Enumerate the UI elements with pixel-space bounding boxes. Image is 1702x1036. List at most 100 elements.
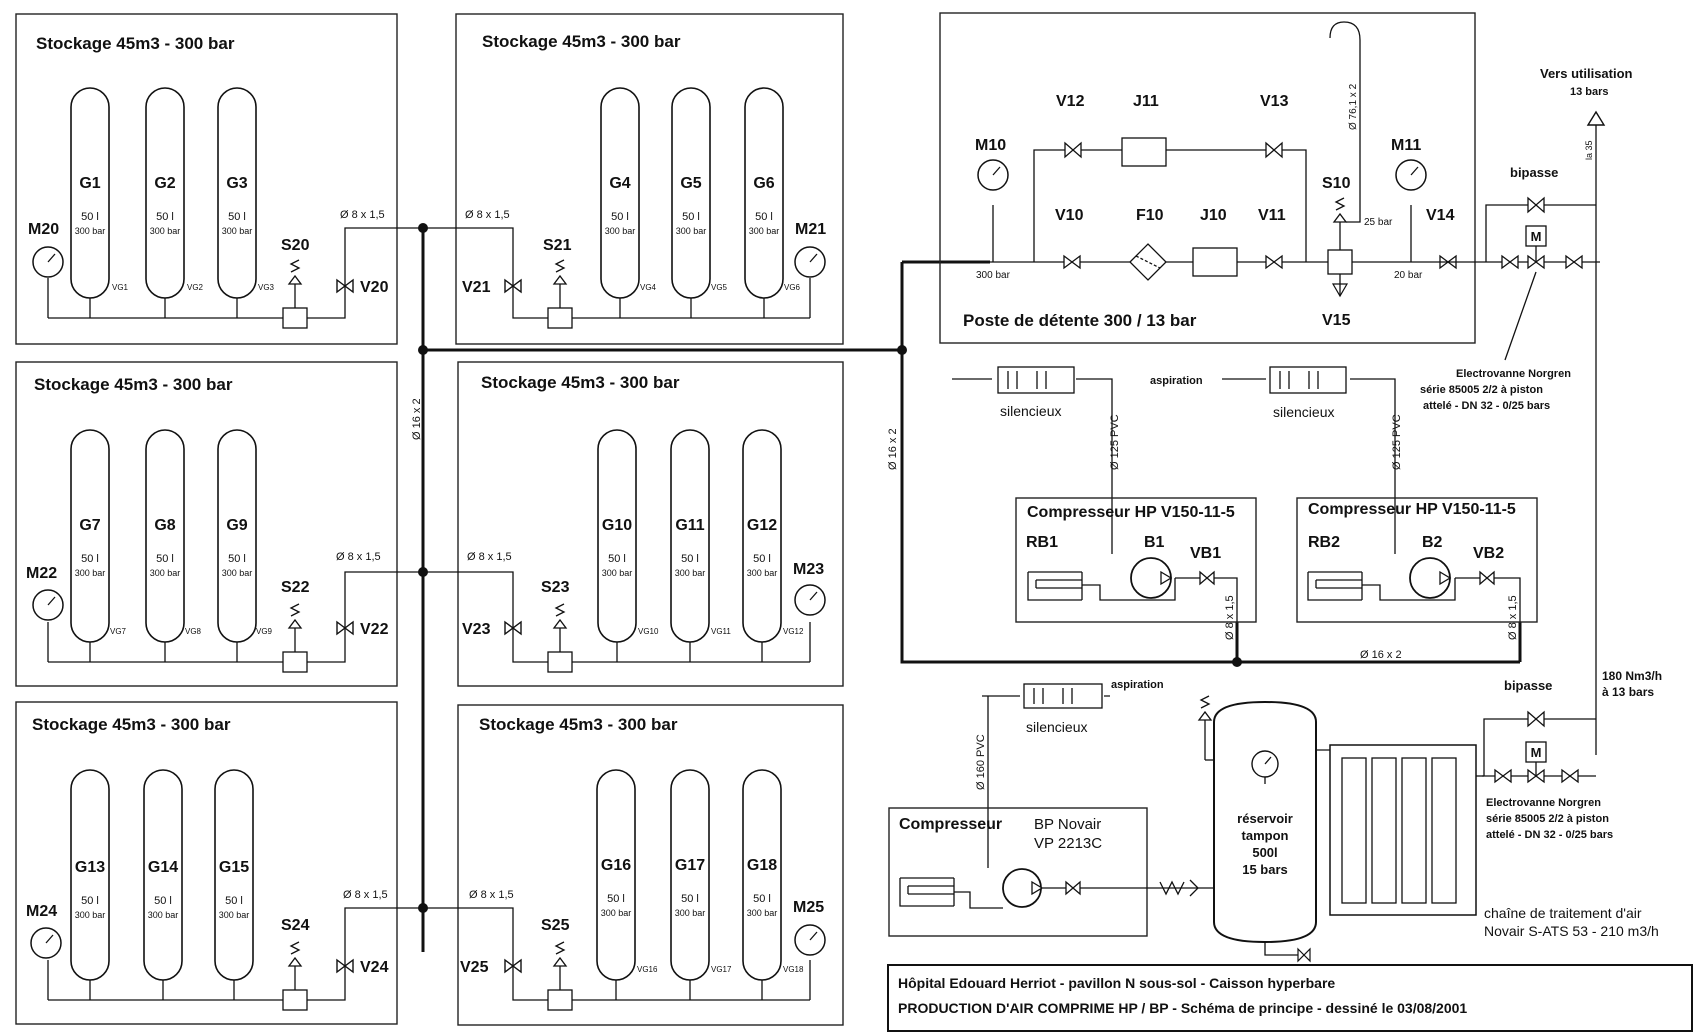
main-pipe-label-bottom: Ø 16 x 2: [1360, 649, 1402, 661]
bypass-bottom-label: bipasse: [1504, 678, 1552, 693]
valve-v25: V25: [460, 958, 522, 976]
svg-text:50 l: 50 l: [681, 553, 699, 565]
svg-text:F10: F10: [1136, 207, 1164, 224]
flow-label-2: à 13 bars: [1602, 685, 1654, 699]
svg-text:Ø 8 x 1,5: Ø 8 x 1,5: [343, 889, 388, 901]
svg-text:Ø 8 x 1,5: Ø 8 x 1,5: [465, 209, 510, 221]
bottle-g9: G9 50 l 300 bar VG9: [217, 429, 273, 643]
svg-text:Ø 8 x 1,5: Ø 8 x 1,5: [1507, 595, 1519, 640]
svg-text:50 l: 50 l: [81, 553, 99, 565]
svg-text:50 l: 50 l: [156, 553, 174, 565]
flow-label-1: 180 Nm3/h: [1602, 669, 1662, 683]
gauge-m20: M20: [28, 221, 64, 278]
bottom-bypass: 180 Nm3/h à 13 bars bipasse M Electrovan…: [1482, 669, 1662, 841]
svg-text:VG8: VG8: [185, 627, 202, 636]
electrovalve-top-3: attelé - DN 32 - 0/25 bars: [1423, 400, 1550, 412]
electrovalve-top-2: série 85005 2/2 à piston: [1420, 384, 1543, 396]
outlet-section: Vers utilisation 13 bars la 35 bipasse M…: [1420, 66, 1633, 755]
svg-text:300 bar: 300 bar: [150, 226, 181, 236]
svg-text:V24: V24: [360, 959, 389, 976]
bypass-top-label: bipasse: [1510, 165, 1558, 180]
storage-title: Stockage 45m3 - 300 bar: [481, 373, 680, 392]
bottle-g13: G13 50 l 300 bar: [70, 769, 110, 981]
svg-text:VG12: VG12: [783, 627, 804, 636]
svg-text:50 l: 50 l: [607, 893, 625, 905]
bp-compressor-title: Compresseur: [899, 816, 1002, 833]
svg-text:Ø 8 x 1,5: Ø 8 x 1,5: [469, 889, 514, 901]
svg-text:VG3: VG3: [258, 283, 275, 292]
svg-text:G16: G16: [601, 857, 631, 874]
svg-text:VP 2213C: VP 2213C: [1034, 835, 1102, 852]
svg-text:50 l: 50 l: [156, 211, 174, 223]
buffer-tank: réservoir tampon 500l 15 bars: [1197, 695, 1317, 963]
bottle-g11: G11 50 l 300 bar VG11: [670, 429, 731, 643]
svg-text:J11: J11: [1133, 93, 1159, 110]
silencer-label: silencieux: [1000, 403, 1061, 419]
outlet-title: Vers utilisation: [1540, 66, 1633, 81]
storage-block-2: Stockage 45m3 - 300 bar G4 50 l 300 bar …: [423, 13, 844, 345]
svg-text:B1: B1: [1144, 534, 1165, 551]
electrovalve-top-1: Electrovanne Norgren: [1456, 368, 1571, 380]
svg-text:300 bar: 300 bar: [747, 568, 778, 578]
svg-text:VG5: VG5: [711, 283, 728, 292]
outlet-pressure: 13 bars: [1570, 86, 1609, 98]
svg-text:RB2: RB2: [1308, 534, 1340, 551]
air-treatment: chaîne de traitement d'air Novair S-ATS …: [1309, 744, 1659, 939]
title-line-2: PRODUCTION D'AIR COMPRIME HP / BP - Sché…: [898, 1000, 1467, 1016]
svg-text:G5: G5: [680, 175, 701, 192]
svg-text:VG17: VG17: [711, 965, 732, 974]
svg-text:VG7: VG7: [110, 627, 127, 636]
svg-text:50 l: 50 l: [753, 553, 771, 565]
svg-text:300 bar: 300 bar: [602, 568, 633, 578]
svg-text:V13: V13: [1260, 93, 1289, 110]
svg-text:300 bar: 300 bar: [676, 226, 707, 236]
svg-text:RB1: RB1: [1026, 534, 1058, 551]
compressor-title: Compresseur HP V150-11-5: [1308, 501, 1516, 518]
svg-text:S21: S21: [543, 237, 572, 254]
svg-text:G6: G6: [753, 175, 774, 192]
svg-text:20 bar: 20 bar: [1394, 270, 1423, 281]
svg-text:Ø 8 x 1,5: Ø 8 x 1,5: [467, 551, 512, 563]
bp-compressor: aspiration silencieux Ø 160 PVC Compress…: [888, 679, 1214, 937]
title-block: Hôpital Edouard Herriot - pavillon N sou…: [887, 964, 1693, 1032]
svg-text:50 l: 50 l: [81, 895, 99, 907]
electrovalve-bottom-1: Electrovanne Norgren: [1486, 797, 1601, 809]
storage-title: Stockage 45m3 - 300 bar: [36, 34, 235, 53]
gauge-m24: M24: [26, 903, 62, 959]
bottle-g18: G18 50 l 300 bar VG18: [742, 769, 804, 981]
safety-valve-s22: S22: [281, 579, 310, 652]
electrovalve-bottom-3: attelé - DN 32 - 0/25 bars: [1486, 829, 1613, 841]
svg-text:50 l: 50 l: [81, 211, 99, 223]
gauge-m25: M25: [793, 899, 826, 956]
svg-text:Ø 8 x 1,5: Ø 8 x 1,5: [336, 551, 381, 563]
storage-title: Stockage 45m3 - 300 bar: [479, 715, 678, 734]
storage-block-5: Stockage 45m3 - 300 bar G13 50 l 300 bar…: [15, 701, 423, 1025]
valve-v22: V22: [336, 620, 389, 638]
svg-text:300 bar: 300 bar: [222, 226, 253, 236]
svg-text:50 l: 50 l: [611, 211, 629, 223]
svg-text:G13: G13: [75, 859, 105, 876]
svg-text:G10: G10: [602, 517, 632, 534]
title-line-1: Hôpital Edouard Herriot - pavillon N sou…: [898, 975, 1335, 991]
silencer-label: silencieux: [1026, 719, 1087, 735]
bottle-g17: G17 50 l 300 bar VG17: [670, 769, 732, 981]
svg-text:50 l: 50 l: [755, 211, 773, 223]
svg-text:50 l: 50 l: [681, 893, 699, 905]
svg-text:VG11: VG11: [711, 627, 731, 636]
safety-valve-s23: S23: [541, 579, 570, 652]
svg-text:50 l: 50 l: [682, 211, 700, 223]
svg-text:300 bar: 300 bar: [150, 568, 181, 578]
svg-text:300 bar: 300 bar: [601, 908, 632, 918]
svg-text:50 l: 50 l: [753, 893, 771, 905]
svg-text:300 bar: 300 bar: [675, 568, 706, 578]
station-title: Poste de détente 300 / 13 bar: [963, 311, 1197, 330]
bottle-g10: G10 50 l 300 bar VG10: [597, 429, 659, 643]
aspiration-label-1: aspiration: [1150, 375, 1203, 387]
svg-text:VG9: VG9: [256, 627, 273, 636]
compressor-title: Compresseur HP V150-11-5: [1027, 504, 1235, 521]
svg-text:G4: G4: [609, 175, 630, 192]
valve-v24: V24: [336, 958, 389, 976]
svg-text:VG1: VG1: [112, 283, 129, 292]
reducing-station: Poste de détente 300 / 13 bar V12 J11 V1…: [939, 12, 1600, 344]
svg-text:G7: G7: [79, 517, 100, 534]
